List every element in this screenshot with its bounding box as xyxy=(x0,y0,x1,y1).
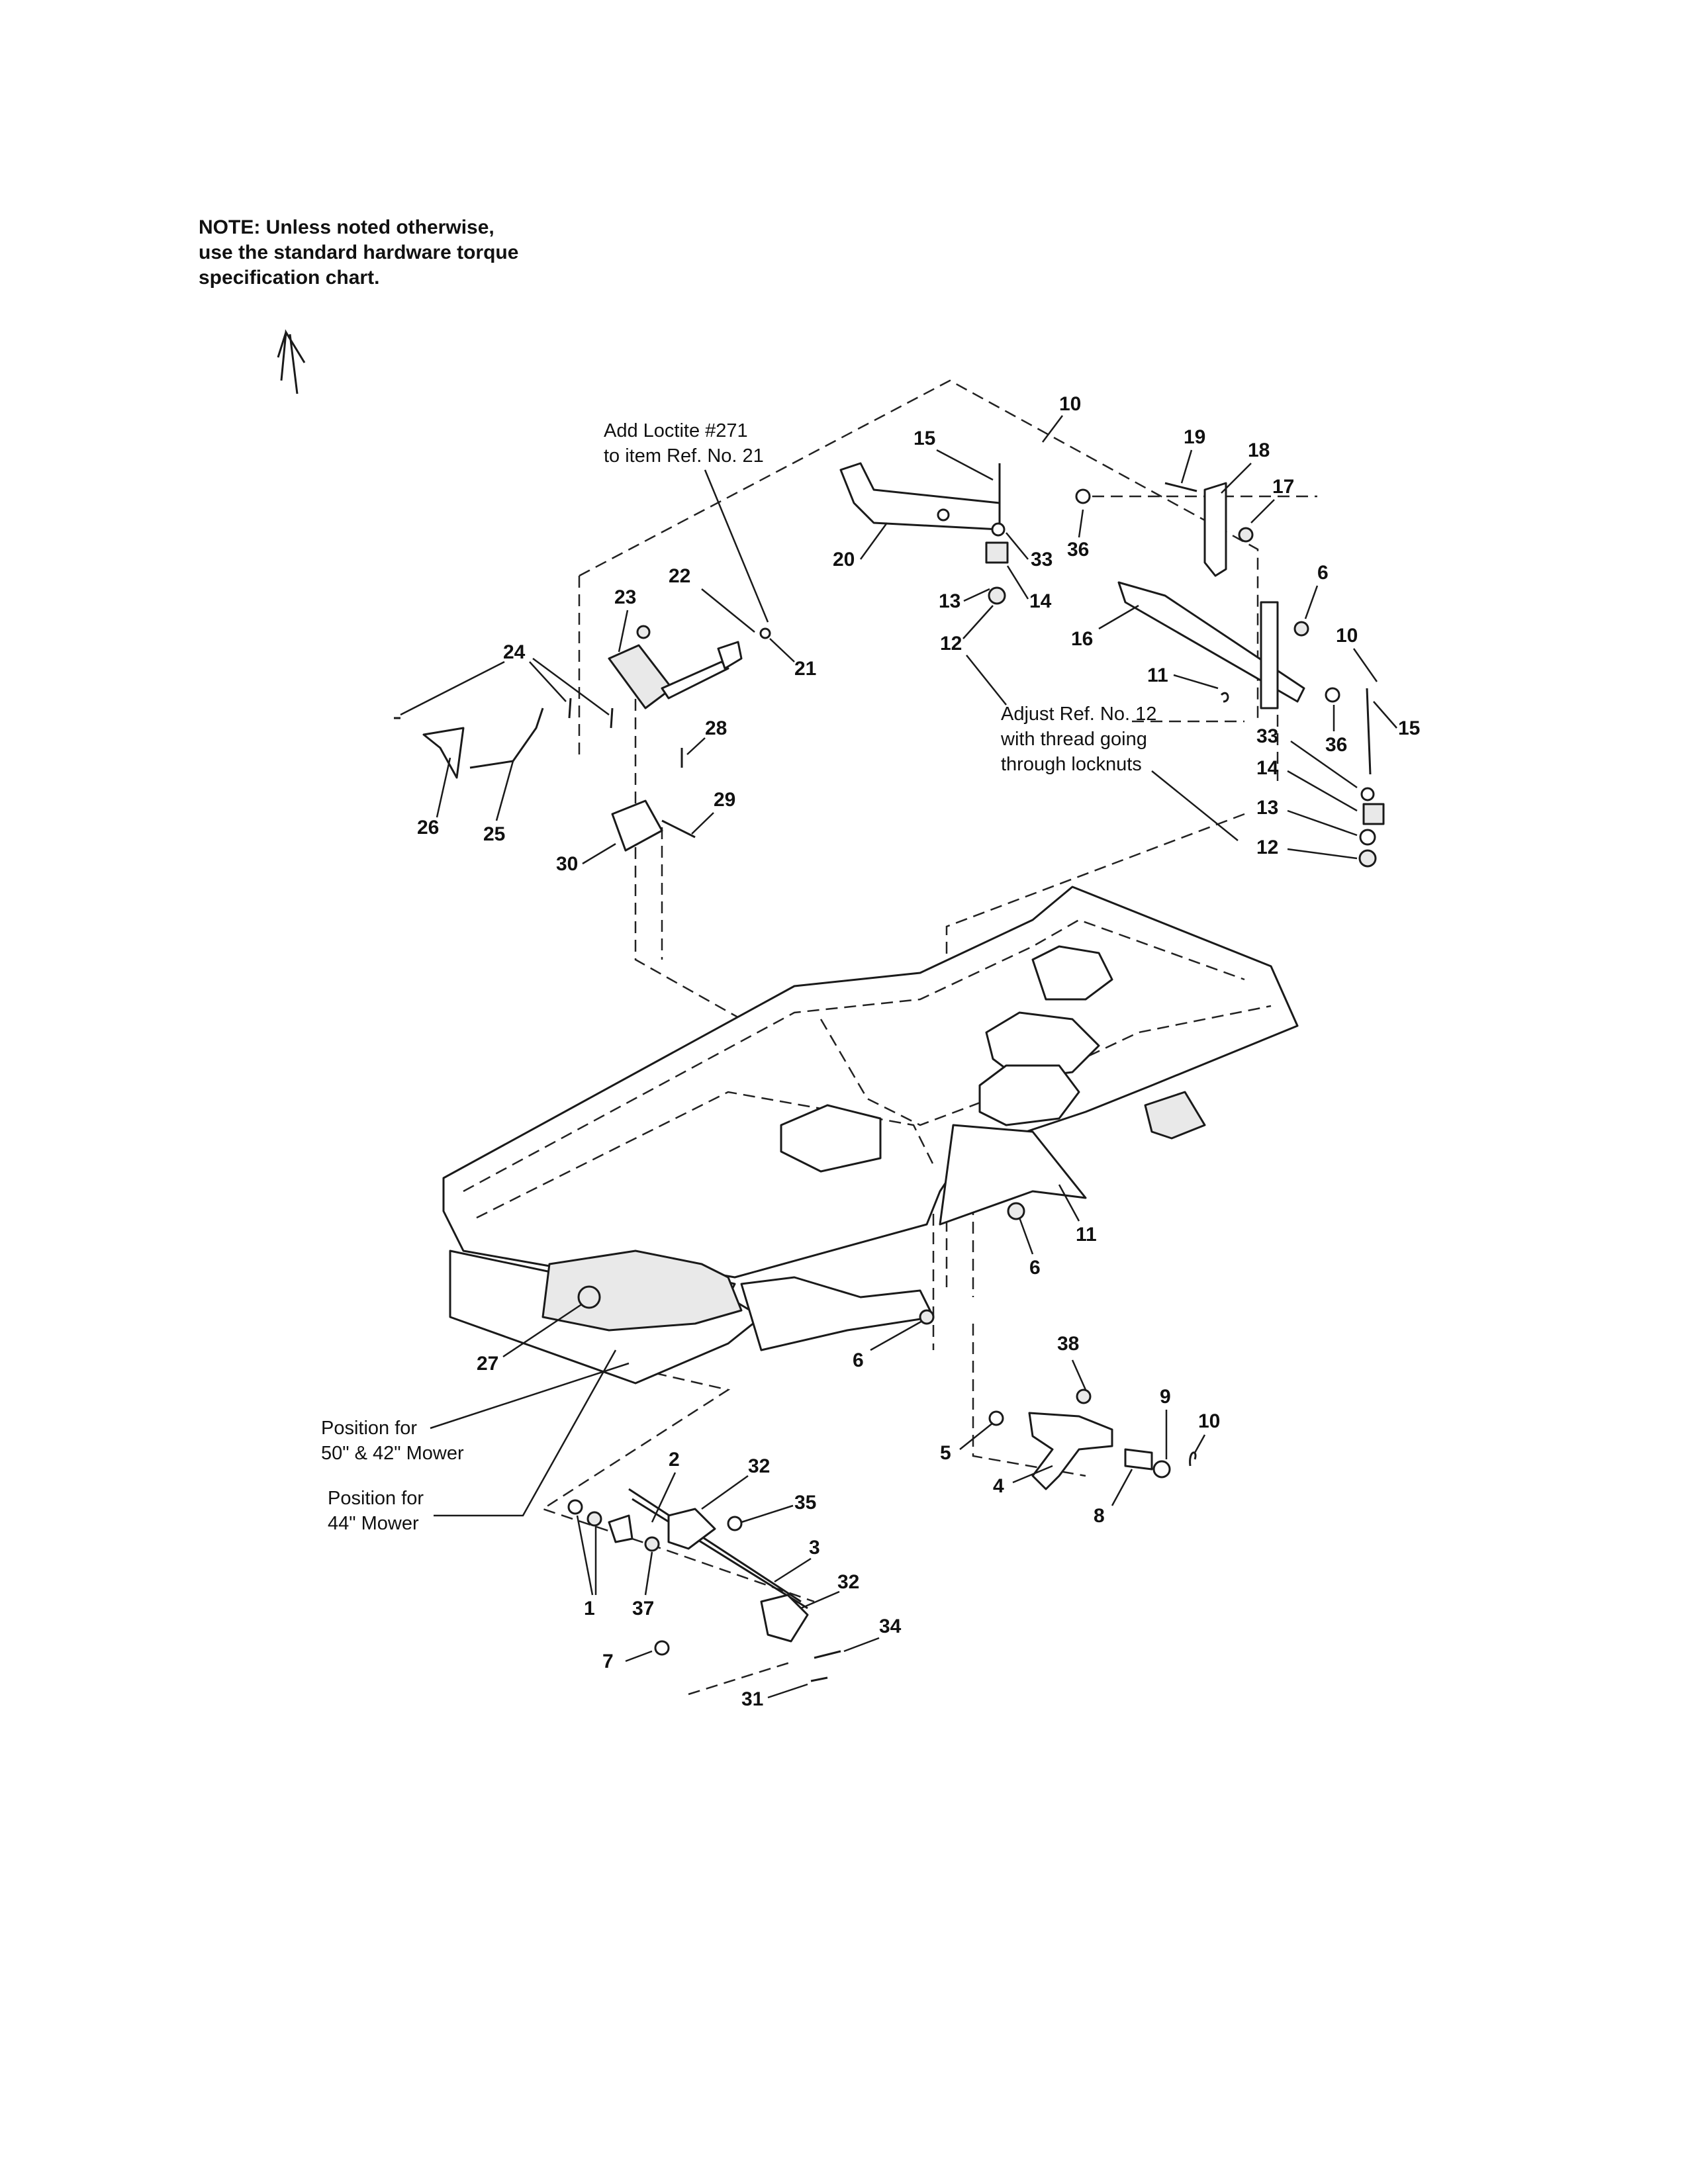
loctite-line-1: Add Loctite #271 xyxy=(604,420,748,441)
annotation-adjust: Adjust Ref. No. 12 with thread going thr… xyxy=(966,655,1239,841)
callout-9: 9 xyxy=(1160,1386,1171,1408)
callout-36: 36 xyxy=(1067,539,1089,561)
callout-13: 13 xyxy=(939,590,961,612)
part-26-plate xyxy=(422,727,465,779)
callout-13: 13 xyxy=(1256,797,1278,819)
north-arrow-icon xyxy=(277,329,306,394)
callout-32: 32 xyxy=(837,1571,859,1593)
callout-7: 7 xyxy=(602,1651,614,1672)
callout-10: 10 xyxy=(1198,1410,1220,1432)
part-32-plate-b xyxy=(760,1594,809,1643)
callout-22: 22 xyxy=(669,565,690,587)
callout-10: 10 xyxy=(1336,625,1358,647)
callout-17: 17 xyxy=(1272,476,1294,498)
callout-6: 6 xyxy=(853,1349,864,1371)
part-32-plate-a xyxy=(667,1508,716,1550)
annotation-position-44: Position for 44" Mower xyxy=(328,1349,617,1534)
callout-28: 28 xyxy=(705,717,727,739)
callout-25: 25 xyxy=(483,823,505,845)
adjust-line-3: through locknuts xyxy=(1001,754,1142,775)
callout-4: 4 xyxy=(993,1475,1004,1497)
callout-1: 1 xyxy=(584,1598,595,1619)
callout-3: 3 xyxy=(809,1537,820,1559)
part-14-block xyxy=(985,541,1009,564)
callout-2: 2 xyxy=(669,1449,680,1471)
lever-assembly-parts xyxy=(394,625,771,852)
callout-26: 26 xyxy=(417,817,439,839)
position-50-42-line-2: 50" & 42" Mower xyxy=(321,1443,464,1464)
callout-14: 14 xyxy=(1256,757,1279,779)
callout-38: 38 xyxy=(1057,1333,1079,1355)
torque-note-line-3: specification chart. xyxy=(199,267,380,289)
part-18-plate xyxy=(1203,482,1227,577)
tractor-frame xyxy=(442,886,1299,1385)
callout-21: 21 xyxy=(794,658,816,680)
callout-12: 12 xyxy=(940,633,962,655)
torque-note: NOTE: Unless noted otherwise, use the st… xyxy=(199,215,609,291)
callout-32: 32 xyxy=(748,1455,770,1477)
callout-29: 29 xyxy=(714,789,735,811)
callout-27: 27 xyxy=(477,1353,498,1375)
callout-12: 12 xyxy=(1256,837,1278,858)
callout-24: 24 xyxy=(503,641,526,663)
callout-23: 23 xyxy=(614,586,636,608)
callout-30: 30 xyxy=(556,853,578,875)
position-44-line-2: 44" Mower xyxy=(328,1513,419,1534)
callout-34: 34 xyxy=(879,1615,902,1637)
callout-33: 33 xyxy=(1031,549,1053,570)
callout-6: 6 xyxy=(1029,1257,1041,1279)
annotation-position-50-42: Position for 50" & 42" Mower xyxy=(321,1362,630,1464)
callout-36: 36 xyxy=(1325,734,1347,756)
lower-linkage-parts xyxy=(567,1388,1197,1682)
part-20-bracket xyxy=(839,462,1001,531)
part-16-shaft xyxy=(1117,581,1305,703)
part-23-bracket xyxy=(608,644,673,709)
position-50-42-line-1: Position for xyxy=(321,1418,417,1439)
callout-37: 37 xyxy=(632,1598,654,1619)
callout-35: 35 xyxy=(794,1492,816,1514)
callout-16: 16 xyxy=(1071,628,1093,650)
part-4-bracket xyxy=(1028,1412,1113,1490)
callout-31: 31 xyxy=(741,1688,763,1710)
callout-labels: 10 15 19 18 17 20 33 36 13 14 12 6 10 xyxy=(400,393,1420,1710)
callout-20: 20 xyxy=(833,549,855,570)
part-30-plate xyxy=(611,799,663,852)
callout-33: 33 xyxy=(1256,725,1278,747)
callout-10: 10 xyxy=(1059,393,1081,415)
callout-15: 15 xyxy=(914,428,935,449)
callout-6: 6 xyxy=(1317,562,1329,584)
callout-14: 14 xyxy=(1029,590,1052,612)
lift-linkage-parts xyxy=(839,462,1385,868)
callout-5: 5 xyxy=(940,1442,951,1464)
annotation-loctite: Add Loctite #271 to item Ref. No. 21 xyxy=(604,420,769,623)
torque-note-line-2: use the standard hardware torque xyxy=(199,242,519,263)
callout-15: 15 xyxy=(1398,717,1420,739)
callout-19: 19 xyxy=(1184,426,1205,448)
callout-18: 18 xyxy=(1248,439,1270,461)
callout-11: 11 xyxy=(1076,1224,1097,1246)
adjust-line-2: with thread going xyxy=(1000,729,1147,750)
torque-note-line-1: NOTE: Unless noted otherwise, xyxy=(199,216,494,238)
position-44-line-1: Position for xyxy=(328,1488,424,1509)
callout-11: 11 xyxy=(1147,664,1168,686)
callout-8: 8 xyxy=(1094,1505,1105,1527)
adjust-line-1: Adjust Ref. No. 12 xyxy=(1001,704,1156,725)
loctite-line-2: to item Ref. No. 21 xyxy=(604,445,764,467)
